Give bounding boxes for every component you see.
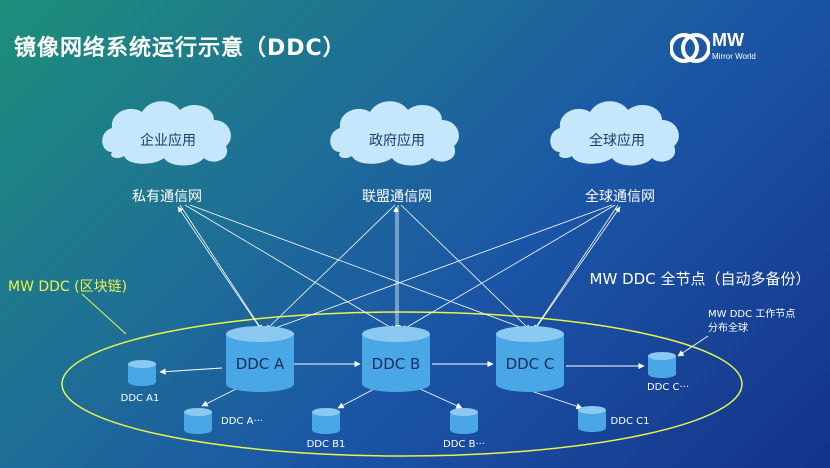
logo-text: MW	[712, 30, 744, 50]
db-node-b1	[312, 408, 340, 434]
db-label-b-more: DDC B···	[443, 439, 485, 450]
full-node-label: MW DDC 全节点（自动多备份）	[589, 270, 811, 288]
cloud-government	[330, 101, 459, 166]
link-global-b	[401, 204, 616, 331]
link-private-b	[184, 204, 396, 331]
db-label-b1: DDC B1	[306, 439, 346, 450]
db-node-b-more	[450, 408, 478, 434]
db-node-b	[362, 326, 430, 392]
db-node-c-more	[648, 352, 676, 378]
uplink-c-global	[535, 206, 621, 329]
link-private-c	[189, 204, 529, 331]
page-title: 镜像网络系统运行示意（DDC）	[14, 36, 346, 61]
mw-logo-icon	[670, 33, 710, 63]
cloud-global	[550, 101, 679, 166]
db-label-a-more: DDC A···	[221, 416, 263, 427]
db-label-b: DDC B	[371, 355, 421, 373]
db-label-c1: DDC C1	[610, 416, 650, 427]
node-links	[159, 335, 709, 410]
logo: MW Mirror World	[670, 28, 790, 68]
db-node-a-more	[184, 408, 212, 434]
cloud-label-government: 政府应用	[369, 133, 425, 149]
work-node-note: MW DDC 工作节点 分布全球	[708, 308, 795, 336]
cloud-label-global: 全球应用	[589, 133, 645, 149]
cloud-enterprise	[102, 101, 231, 166]
link-b-b1	[337, 387, 377, 409]
db-node-a	[226, 326, 294, 392]
network-uplinks	[177, 206, 621, 329]
network-label-private: 私有通信网	[132, 189, 202, 205]
logo-subtitle: Mirror World	[712, 52, 756, 61]
work-node-note-line1: MW DDC 工作节点	[708, 309, 796, 320]
link-a-adots	[201, 387, 239, 407]
link-alliance-a	[265, 204, 396, 331]
db-node-a1	[128, 360, 156, 386]
chain-ellipse	[61, 311, 743, 457]
link-b-bdots	[417, 387, 463, 409]
network-label-global: 全球通信网	[585, 189, 655, 205]
chain-label: MW DDC (区块链)	[8, 279, 128, 295]
db-label-a1: DDC A1	[120, 393, 160, 404]
uplink-a-private	[177, 206, 261, 329]
network-label-alliance: 联盟通信网	[362, 189, 432, 205]
db-node-c	[496, 326, 564, 392]
link-alliance-c	[400, 204, 531, 331]
db-node-c1	[578, 406, 606, 432]
link-global-c	[533, 204, 619, 331]
network-links	[179, 204, 619, 331]
work-node-note-line2: 分布全球	[708, 323, 748, 334]
cloud-label-enterprise: 企业应用	[140, 133, 196, 149]
db-label-a: DDC A	[235, 355, 285, 373]
link-global-a	[269, 204, 613, 331]
db-label-c-more: DDC C···	[646, 382, 690, 393]
link-note-cdots	[677, 335, 709, 357]
link-a-a1	[159, 367, 223, 375]
link-c-c1	[527, 389, 583, 410]
db-label-c: DDC C	[505, 355, 555, 373]
chain-callout-line	[81, 293, 127, 335]
link-private-a	[179, 204, 263, 331]
